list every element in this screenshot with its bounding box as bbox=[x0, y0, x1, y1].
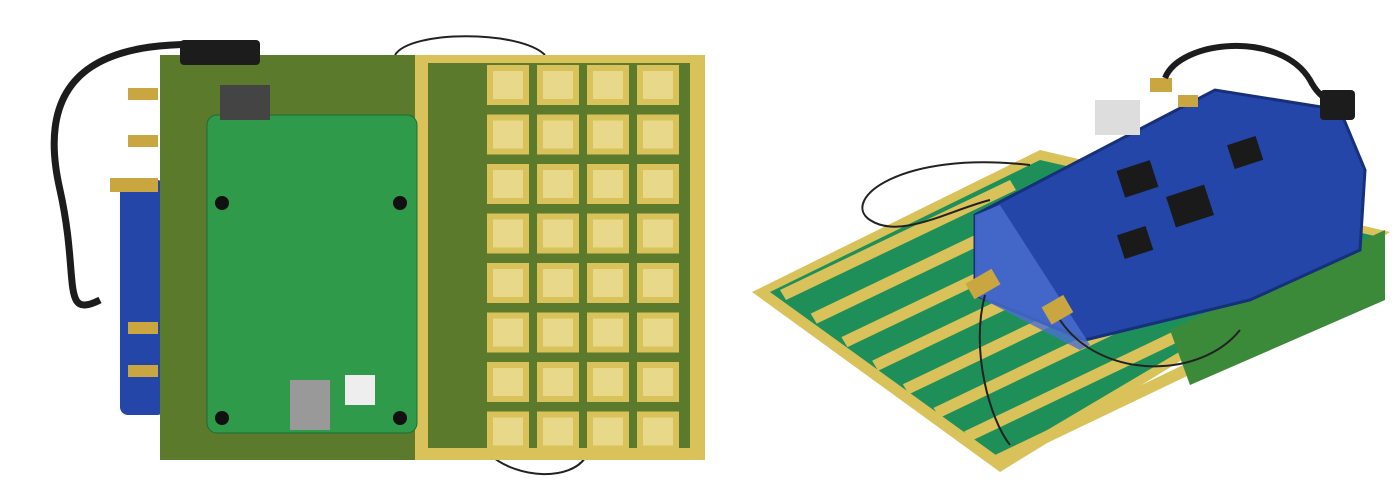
mounting-holes bbox=[215, 196, 407, 425]
antenna-patch-inner bbox=[493, 269, 523, 297]
antenna-patch-inner bbox=[493, 219, 523, 248]
antenna-patch-inner bbox=[593, 71, 623, 99]
antenna-patch-inner bbox=[493, 120, 523, 149]
antenna-patch-inner bbox=[593, 417, 623, 446]
antenna-patch-inner bbox=[543, 269, 573, 297]
antenna-patch-inner bbox=[543, 417, 573, 446]
left-board-top-view bbox=[50, 35, 705, 476]
antenna-patch-inner bbox=[643, 368, 673, 396]
antenna-patch-inner bbox=[493, 170, 523, 198]
antenna-patch-inner bbox=[543, 71, 573, 99]
usb-connector bbox=[220, 85, 270, 120]
antenna-patch-inner bbox=[643, 318, 673, 347]
antenna-patch-inner bbox=[543, 219, 573, 248]
sd-card-slot bbox=[290, 380, 330, 430]
antenna-strip bbox=[995, 345, 1231, 465]
antenna-patch-inner bbox=[493, 318, 523, 347]
antenna-cable-top bbox=[394, 35, 546, 56]
antenna-patch-inner bbox=[643, 219, 673, 248]
qr-label bbox=[345, 375, 375, 405]
right-board-angled-view bbox=[752, 42, 1390, 472]
antenna-patch-inner bbox=[593, 120, 623, 149]
blue-sdr-board-edge bbox=[120, 180, 165, 415]
antenna-patch-inner bbox=[543, 318, 573, 347]
antenna-patch-inner bbox=[543, 120, 573, 149]
usb-cable bbox=[50, 40, 221, 309]
antenna-patch-inner bbox=[543, 368, 573, 396]
antenna-patch-inner bbox=[593, 368, 623, 396]
antenna-patch-inner bbox=[643, 71, 673, 99]
sma-connectors-right bbox=[965, 78, 1198, 325]
antenna-strip bbox=[964, 321, 1201, 442]
antenna-cable-right-2 bbox=[978, 294, 1011, 446]
antenna-patch-inner bbox=[593, 269, 623, 297]
antenna-patch-inner bbox=[493, 368, 523, 396]
antenna-patch-array bbox=[487, 65, 679, 452]
chips bbox=[1116, 135, 1264, 259]
antenna-patch-inner bbox=[593, 219, 623, 248]
antenna-patch-inner bbox=[643, 170, 673, 198]
antenna-patch-inner bbox=[593, 318, 623, 347]
antenna-patch-inner bbox=[593, 170, 623, 198]
antenna-cable-right-1 bbox=[861, 161, 1031, 228]
antenna-cable-bottom bbox=[489, 454, 586, 476]
antenna-cable-right-3 bbox=[1059, 319, 1241, 368]
shield-can bbox=[1095, 100, 1140, 135]
antenna-patch-inner bbox=[493, 417, 523, 446]
antenna-patch-inner bbox=[643, 417, 673, 446]
usb-plug-right bbox=[1320, 90, 1355, 120]
antenna-patch-inner bbox=[543, 170, 573, 198]
raspberry-pi-board bbox=[206, 114, 418, 434]
sma-connectors bbox=[110, 88, 158, 377]
antenna-patch-inner bbox=[493, 71, 523, 99]
antenna-patch-inner bbox=[643, 269, 673, 297]
usb-plug bbox=[180, 40, 260, 65]
antenna-patch-inner bbox=[643, 120, 673, 149]
